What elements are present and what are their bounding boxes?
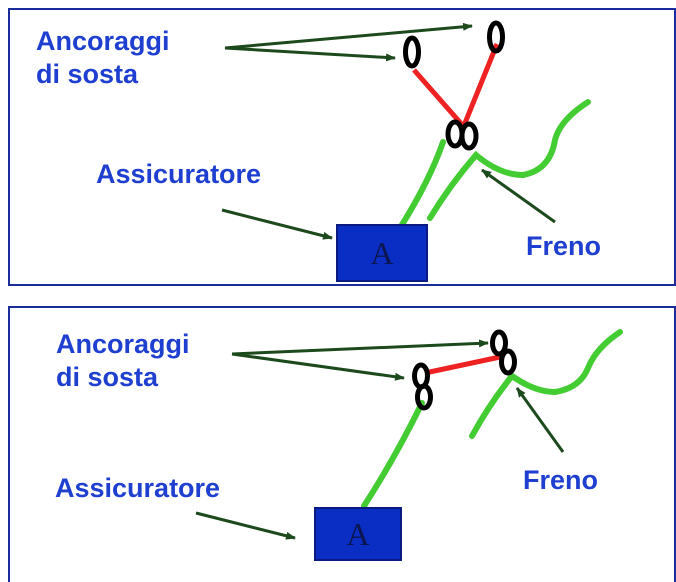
brake-arrow xyxy=(481,168,556,224)
top-diagram xyxy=(221,20,591,240)
rope-climber-side xyxy=(397,139,446,231)
belayer-box: A xyxy=(314,507,402,561)
brake-arrow xyxy=(515,387,565,453)
anchors-label-line-2: di sosta xyxy=(36,59,139,89)
belayer-label: Assicuratore xyxy=(55,473,221,503)
anchors-label: Ancoraggi di sosta xyxy=(36,25,170,91)
anchors-label-line-2: di sosta xyxy=(56,362,159,392)
anchor-arrow-2 xyxy=(224,46,396,62)
sling-left xyxy=(412,68,467,130)
anchor-carabiner-right xyxy=(490,329,508,357)
belayer-box-letter: A xyxy=(346,516,370,552)
sling-right xyxy=(460,43,500,129)
anchor-arrow-2 xyxy=(231,352,405,381)
brake-carabiner xyxy=(499,348,517,376)
bottom-panel: Ancoraggi di sosta Assicuratore Freno A xyxy=(8,306,676,582)
belayer-box: A xyxy=(336,224,428,282)
brake-label: Freno xyxy=(523,465,599,495)
anchors-label: Ancoraggi di sosta xyxy=(56,328,190,394)
bottom-diagram xyxy=(195,329,623,540)
rope-brake-strand xyxy=(469,329,623,439)
rope-climber-side xyxy=(361,400,425,509)
rope-brake-strand xyxy=(427,99,591,221)
anchors-label-line-1: Ancoraggi xyxy=(56,329,190,359)
top-panel: Ancoraggi di sosta Assicuratore Freno A xyxy=(8,8,676,286)
anchor-carabiner-left xyxy=(403,35,421,69)
anchors-label-line-1: Ancoraggi xyxy=(36,26,170,56)
anchor-arrow-1 xyxy=(224,22,473,50)
anchor-carabiner-right xyxy=(487,20,505,54)
sling xyxy=(424,354,501,376)
belayer-box-letter: A xyxy=(370,235,394,271)
brake-label: Freno xyxy=(526,231,602,261)
belayer-arrow xyxy=(195,511,296,540)
belay-carabiner-2 xyxy=(459,121,479,151)
belayer-arrow xyxy=(221,208,333,240)
belayer-label: Assicuratore xyxy=(96,159,262,189)
anchor-arrow-1 xyxy=(231,339,489,356)
anchor-carabiner-left-lower xyxy=(415,383,433,411)
